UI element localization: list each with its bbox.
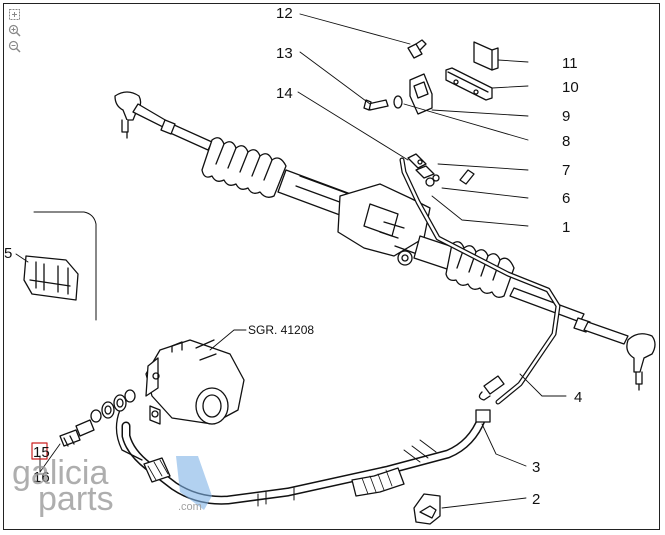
callout-9[interactable]: 9 (562, 108, 570, 125)
callout-16[interactable]: 16 (33, 469, 50, 486)
zoom-out-icon[interactable] (8, 40, 21, 53)
callout-11[interactable]: 11 (562, 55, 578, 72)
callout-12[interactable]: 12 (276, 5, 293, 22)
callout-6[interactable]: 6 (562, 190, 570, 207)
steering-rack (114, 91, 656, 391)
callout-1[interactable]: 1 (562, 219, 570, 236)
diagram-frame (3, 3, 660, 530)
callout-3[interactable]: 3 (532, 459, 540, 476)
callout-13[interactable]: 13 (276, 45, 293, 62)
zoom-toolbar (8, 8, 24, 56)
callout-10[interactable]: 10 (562, 79, 579, 96)
callout-15[interactable]: 15 (33, 444, 50, 461)
zoom-in-icon[interactable] (8, 24, 21, 37)
leader-lines (15, 13, 567, 509)
callout-8[interactable]: 8 (562, 133, 570, 150)
return-pipe (115, 409, 491, 507)
hose-clip (413, 493, 441, 525)
mounting-hardware (363, 39, 499, 187)
watermark-suffix: .com (178, 501, 202, 513)
fit-icon[interactable] (8, 8, 21, 21)
highlight-box (31, 442, 48, 460)
steering-pump (145, 339, 245, 425)
watermark-logo: galicia parts .com (12, 454, 212, 518)
callout-14[interactable]: 14 (276, 85, 293, 102)
banjo-fittings (59, 389, 136, 447)
watermark-line2: parts (38, 480, 114, 518)
pressure-pipe (399, 157, 561, 405)
callout-2[interactable]: 2 (532, 491, 540, 508)
callout-7[interactable]: 7 (562, 162, 570, 179)
callout-5[interactable]: 5 (4, 245, 12, 262)
reference-label: SGR. 41208 (248, 323, 314, 337)
inset-panel (23, 211, 97, 321)
watermark-shape-icon (176, 456, 212, 510)
callout-4[interactable]: 4 (574, 389, 582, 406)
watermark-line1: galicia (12, 454, 108, 492)
